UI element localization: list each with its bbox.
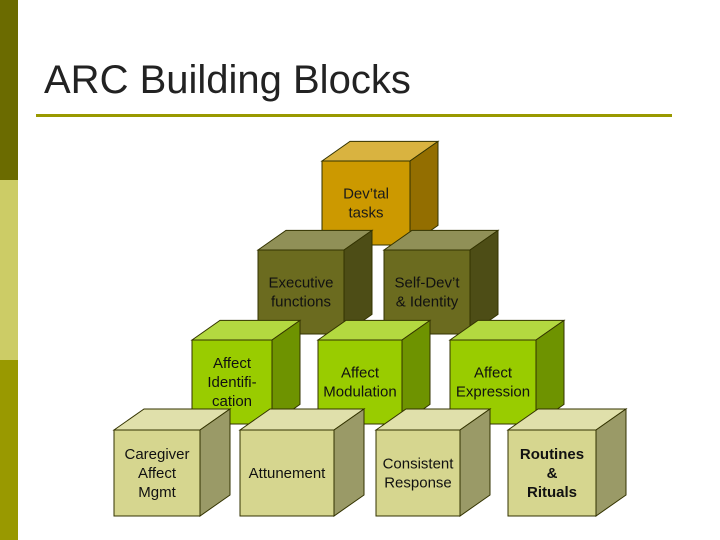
block-attunement: Attunement [238, 408, 366, 517]
sidebar-stripe-light [0, 180, 18, 360]
block-label-line: Affect [474, 365, 513, 382]
block-label-line: & [547, 465, 558, 482]
slide-title: ARC Building Blocks [44, 58, 411, 102]
block-front-face [239, 429, 335, 517]
block-label-line: Executive [268, 275, 333, 292]
block-label-line: Expression [456, 384, 530, 401]
title-rule [36, 114, 672, 117]
block-self-dev-identity: Self-Dev’t & Identity [382, 229, 500, 335]
block-label: Attunement [249, 465, 327, 482]
block-front-face [113, 429, 201, 517]
block-routines-rituals: Routines & Rituals [506, 408, 628, 517]
block-label-line: functions [271, 294, 331, 311]
block-label-line: Self-Dev’t [394, 275, 460, 292]
block-label-line: Mgmt [138, 484, 176, 501]
block-label-line: Affect [213, 355, 252, 372]
block-label-line: & Identity [396, 294, 459, 311]
sidebar-stripe-mid [0, 360, 18, 540]
block-label-line: Affect [138, 465, 177, 482]
block-label-line: Attunement [249, 465, 327, 482]
block-executive-functions: Executive functions [256, 229, 374, 335]
block-label-line: Caregiver [124, 446, 189, 463]
sidebar-stripe-dark [0, 0, 18, 180]
block-label-line: Identifi- [207, 374, 256, 391]
block-label-line: Routines [520, 446, 584, 463]
block-label-line: tasks [348, 205, 383, 222]
block-label: Self-Dev’t & Identity [394, 275, 460, 311]
block-label-line: Consistent [383, 456, 455, 473]
block-label: Routines & Rituals [520, 446, 584, 501]
block-label-line: Affect [341, 365, 380, 382]
block-label-line: Response [384, 475, 452, 492]
block-label-line: Modulation [323, 384, 396, 401]
block-label: Executive functions [268, 275, 333, 311]
block-front-face [507, 429, 597, 517]
block-label-line: cation [212, 393, 252, 410]
block-devtal-tasks: Dev’tal tasks [320, 140, 440, 246]
block-label-line: Rituals [527, 484, 577, 501]
block-label-line: Dev’tal [343, 186, 389, 203]
slide-sidebar [0, 0, 18, 540]
block-label: Dev’tal tasks [343, 186, 389, 222]
block-front-face [375, 429, 461, 517]
